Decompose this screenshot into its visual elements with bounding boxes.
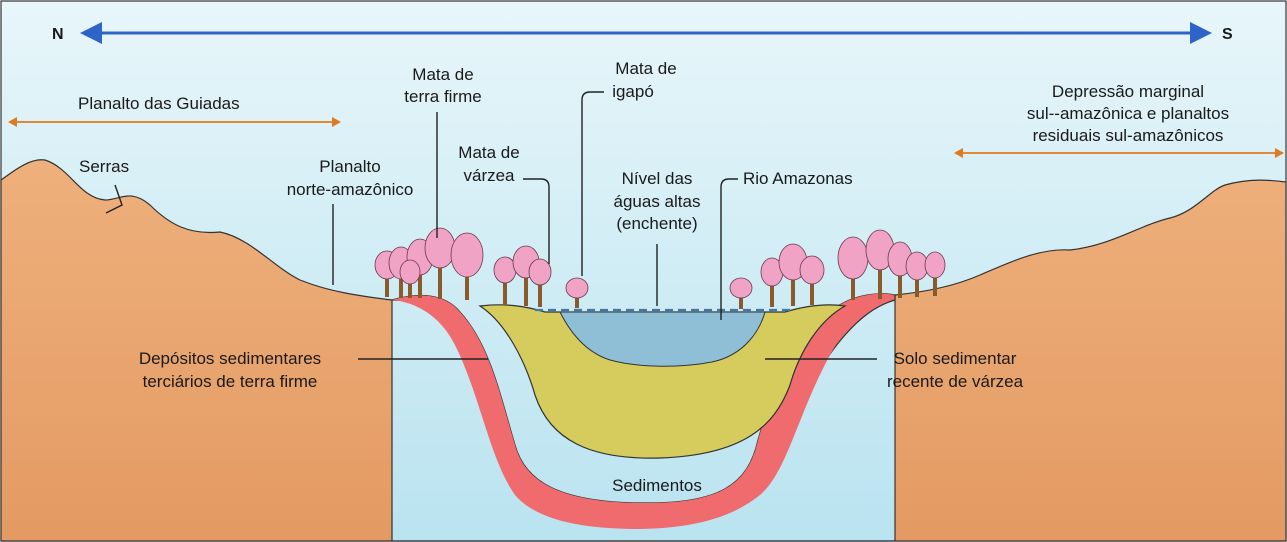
- serras-label: Serras: [79, 157, 129, 176]
- tree-trunk: [739, 294, 743, 309]
- planalto-guianas-label: Planalto das Guiadas: [78, 94, 240, 113]
- tree-trunk: [438, 264, 442, 299]
- rio-amazonas-label: Rio Amazonas: [743, 169, 853, 188]
- arrowhead-right-icon: [1190, 22, 1212, 44]
- sedimentos-label: Sedimentos: [612, 476, 702, 495]
- tree-crown: [450, 232, 484, 278]
- solo-label-line1: Solo sedimentar: [894, 349, 1017, 368]
- tree-crown: [799, 255, 825, 285]
- depressao-label-line1: Depressão marginal: [1052, 82, 1204, 101]
- south-label: S: [1222, 26, 1233, 43]
- varzea-label-line2: várzea: [463, 166, 515, 185]
- north-label: N: [52, 26, 64, 43]
- tree-trunk: [575, 294, 579, 308]
- tree-trunk: [524, 274, 528, 306]
- tree-trunk: [791, 276, 795, 306]
- north-south-arrow: [80, 22, 1212, 44]
- tree-trunk: [408, 280, 412, 298]
- depositos-label-line2: terciários de terra firme: [143, 372, 318, 391]
- tree-trunk: [878, 266, 882, 299]
- planalto-norte-label-line1: Planalto: [319, 157, 380, 176]
- recent-floodplain-soil-layer: [478, 304, 847, 459]
- depressao-label-line3: residuais sul-amazônicos: [1033, 126, 1224, 145]
- tree-trunk: [770, 282, 774, 307]
- planalto-guianas-extent-arrow: [8, 117, 341, 127]
- tree-crown: [399, 259, 421, 285]
- arrowhead-left-icon: [80, 22, 102, 44]
- tree-trunk: [385, 275, 389, 297]
- depositos-label-line1: Depósitos sedimentares: [139, 349, 321, 368]
- tree-trunk: [851, 275, 855, 300]
- igapo-leader: [581, 91, 604, 276]
- terra-firme-label-line2: terra firme: [404, 87, 481, 106]
- tree-trunk: [503, 279, 507, 305]
- forest-trees: [374, 227, 946, 309]
- river-water: [559, 311, 766, 367]
- varzea-label-line1: Mata de: [458, 143, 519, 162]
- tree-trunk: [915, 276, 919, 297]
- tree-crown: [528, 258, 552, 286]
- tree-crown: [729, 277, 753, 299]
- depressao-label-line2: sul--amazônica e planaltos: [1027, 104, 1229, 123]
- depressao-extent-arrow: [954, 148, 1284, 158]
- nivel-label-line1: Nível das: [622, 169, 693, 188]
- tree-trunk: [418, 271, 422, 298]
- tree-trunk: [810, 280, 814, 305]
- terrain-surface: [0, 159, 1287, 542]
- tree-crown: [924, 251, 946, 279]
- tree-crown: [565, 277, 589, 299]
- tree-trunk: [399, 275, 403, 298]
- tree-crown: [424, 227, 456, 269]
- tree-trunk: [933, 274, 937, 296]
- igapo-label-line2: igapó: [612, 82, 654, 101]
- tree-trunk: [898, 272, 902, 298]
- tree-trunk: [538, 281, 542, 307]
- terra-firme-label-line1: Mata de: [412, 65, 473, 84]
- nivel-label-line2: águas altas: [614, 192, 701, 211]
- solo-label-line2: recente de várzea: [887, 372, 1024, 391]
- varzea-leader: [523, 178, 550, 264]
- tree-crown: [837, 236, 869, 280]
- igapo-label-line1: Mata de: [615, 59, 676, 78]
- sediments-lower-fill: [392, 293, 895, 529]
- tree-trunk: [465, 273, 469, 300]
- planalto-norte-label-line2: norte-amazônico: [287, 180, 414, 199]
- rio-leader: [720, 178, 738, 320]
- nivel-label-line3: (enchente): [616, 214, 697, 233]
- serras-leader: [105, 184, 123, 214]
